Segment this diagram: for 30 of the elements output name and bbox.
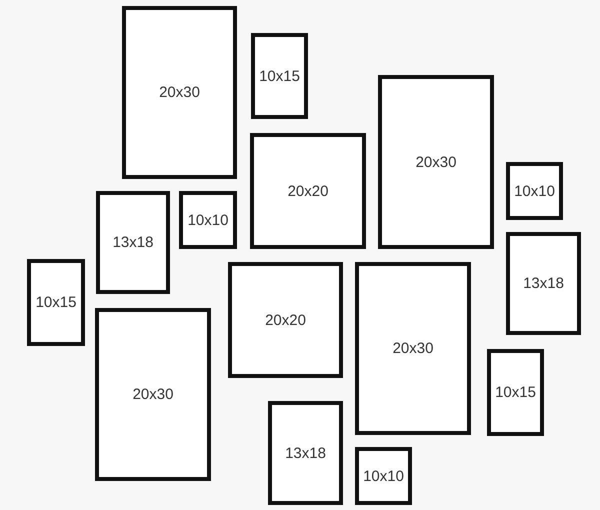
picture-frame (95, 308, 211, 481)
frame-size-label: 13x18 (112, 235, 154, 250)
picture-frame (96, 191, 170, 294)
picture-frame (506, 232, 581, 335)
frame-size-label: 20x30 (392, 341, 434, 356)
picture-frame (487, 349, 544, 436)
picture-frame (506, 162, 563, 220)
picture-frame (179, 191, 237, 249)
picture-frame (355, 447, 412, 505)
frame-size-label: 10x15 (36, 295, 76, 310)
picture-frame (268, 401, 343, 505)
picture-frame (355, 262, 471, 435)
picture-frame (228, 262, 343, 378)
frame-size-label: 20x20 (288, 184, 328, 198)
frame-size-label: 13x18 (523, 276, 564, 291)
picture-frame (122, 6, 237, 179)
frame-size-label: 20x30 (132, 387, 174, 402)
frame-size-label: 10x15 (259, 68, 300, 84)
frame-size-label: 10x10 (363, 468, 404, 484)
frame-size-label: 10x10 (514, 184, 555, 198)
frame-size-label: 13x18 (285, 446, 326, 460)
picture-frame (378, 75, 494, 249)
picture-frame (251, 33, 308, 119)
frame-size-label: 20x30 (159, 85, 200, 100)
frame-size-label: 10x15 (495, 385, 536, 400)
frame-size-label: 10x10 (188, 212, 228, 228)
picture-frame (27, 259, 85, 346)
picture-frame (250, 133, 366, 249)
frame-size-label: 20x20 (265, 312, 306, 328)
frame-size-label: 20x30 (416, 154, 456, 170)
